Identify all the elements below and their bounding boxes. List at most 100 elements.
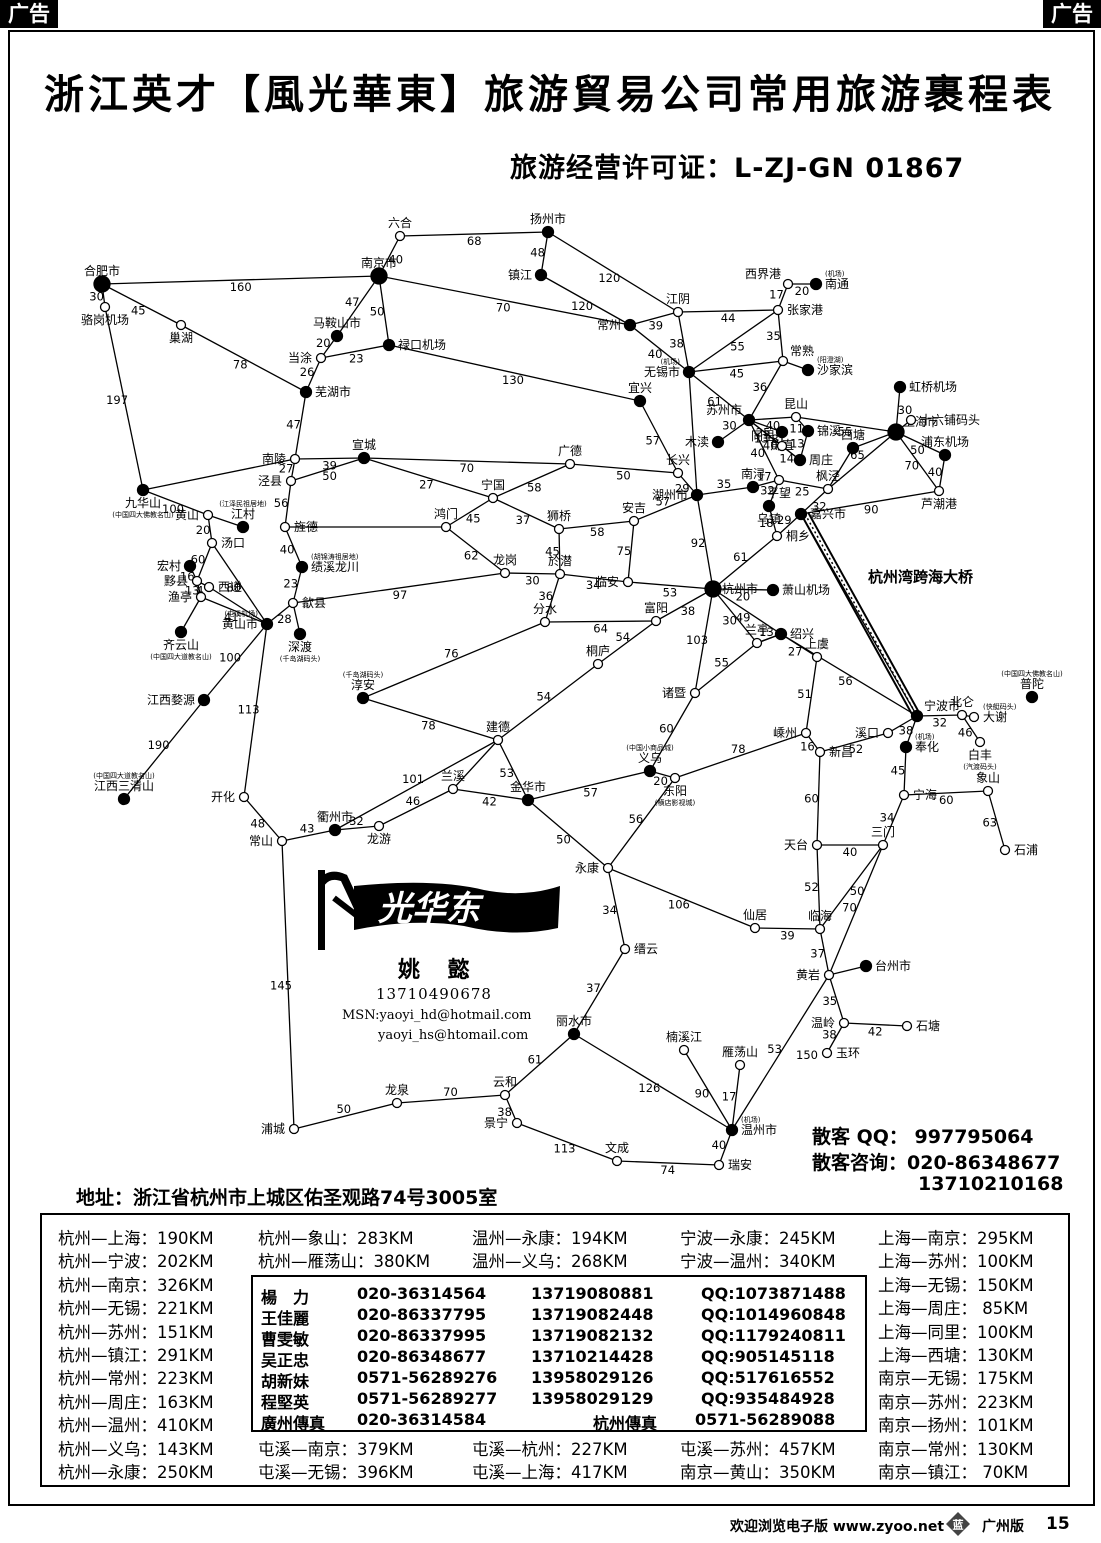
route-distance: 61 xyxy=(707,395,722,409)
route-edge xyxy=(211,542,268,625)
route-distance: 42 xyxy=(868,1025,883,1039)
place-marker xyxy=(776,440,788,452)
route-edge xyxy=(504,572,561,575)
route-distance: 53 xyxy=(767,1042,782,1056)
place-marker xyxy=(678,1044,690,1056)
place-name: 广德 xyxy=(558,443,582,458)
route-distance: 97 xyxy=(393,588,408,602)
distance-entry: 杭州—常州：223KM xyxy=(58,1369,214,1389)
place-marker xyxy=(809,277,823,291)
distance-entry: 杭州—周庄：163KM xyxy=(58,1392,214,1412)
distance-entry: 上海—无锡：150KM xyxy=(878,1275,1034,1295)
place-marker xyxy=(650,615,662,627)
place-name: 安吉 xyxy=(622,500,646,515)
contact-row-name: 吴正忠 xyxy=(261,1351,310,1370)
place-marker xyxy=(690,488,704,502)
route-edge xyxy=(627,520,635,583)
route-distance: 52 xyxy=(804,880,819,894)
route-edge xyxy=(816,844,821,930)
route-distance: 40 xyxy=(648,347,663,361)
place-marker xyxy=(633,394,647,408)
place-name: 浦城 xyxy=(261,1122,285,1136)
place-marker xyxy=(99,301,111,313)
place-marker xyxy=(553,523,565,535)
distance-entry: 杭州—镇江：291KM xyxy=(58,1346,214,1365)
place-name: 沙家滨 xyxy=(817,362,853,377)
route-distance: 30 xyxy=(89,289,104,303)
place-marker xyxy=(859,959,873,973)
place-name: 巢湖 xyxy=(169,330,193,345)
place-marker xyxy=(195,591,207,603)
place-marker xyxy=(999,844,1011,856)
place-marker xyxy=(887,423,905,441)
place-marker xyxy=(811,651,823,663)
route-distance: 25 xyxy=(795,484,810,498)
distance-entry: 杭州—无锡：221KM xyxy=(58,1299,214,1319)
place-note: (江泽民祖居地) xyxy=(219,499,267,508)
route-edge xyxy=(718,1129,733,1166)
place-marker xyxy=(373,820,385,832)
route-edge xyxy=(843,1022,908,1027)
place-marker xyxy=(136,483,150,497)
place-name: 临安 xyxy=(595,574,619,589)
place-name: 兰亭 xyxy=(745,622,769,637)
place-note: (横店影视城) xyxy=(655,798,696,807)
route-edge xyxy=(731,974,830,1131)
route-edge xyxy=(607,777,676,869)
route-distance: 44 xyxy=(721,311,736,325)
route-distance: 70 xyxy=(842,900,857,914)
route-distance: 50 xyxy=(322,469,337,483)
place-marker xyxy=(289,453,301,465)
place-name: 南京市 xyxy=(361,255,397,270)
route-edge xyxy=(504,1033,575,1096)
route-distance: 113 xyxy=(238,703,260,717)
page-number: 15 xyxy=(1046,1514,1070,1534)
distance-entry: 温州—永康：194KM xyxy=(472,1229,628,1248)
route-distance: 36 xyxy=(753,380,768,394)
route-edge xyxy=(388,344,641,402)
place-name: 桐乡 xyxy=(786,529,810,543)
place-note: (中国四大佛教名山) xyxy=(112,510,174,519)
route-distance: 37 xyxy=(810,946,825,960)
route-distance: 70 xyxy=(459,461,474,475)
place-name: 张家港 xyxy=(787,302,823,317)
route-edge xyxy=(748,419,780,481)
place-name: 金华市 xyxy=(510,779,546,794)
place-note: (机场) xyxy=(825,269,845,278)
route-distance: 27 xyxy=(419,478,434,492)
place-name: 象山 xyxy=(976,771,1000,785)
route-edge xyxy=(778,479,829,490)
ad-tag-left: 广告 xyxy=(0,0,58,28)
distance-entry: 杭州—雁荡山：380KM xyxy=(258,1252,431,1272)
place-marker xyxy=(1025,690,1039,704)
route-distance: 101 xyxy=(402,772,424,786)
place-marker xyxy=(982,785,994,797)
place-marker xyxy=(197,693,211,707)
place-name: 淳安 xyxy=(351,677,375,692)
route-edge xyxy=(816,751,821,846)
route-distance: 29 xyxy=(777,513,792,527)
place-marker xyxy=(554,568,566,580)
route-edge xyxy=(101,283,182,326)
place-name: 歙县 xyxy=(302,595,326,610)
route-edge xyxy=(828,844,884,976)
route-distance: 53 xyxy=(499,766,514,780)
place-name: 江西三清山 xyxy=(94,779,154,793)
route-distance: 40 xyxy=(280,543,295,557)
company-address: 地址：浙江省杭州市上城区佑圣观路74号3005室 xyxy=(76,1187,498,1209)
route-distance: 38 xyxy=(822,1028,837,1042)
place-name: 同里 xyxy=(751,429,775,443)
contact-row: 曹雯敏 020-86337995 13719082132 QQ:11792408… xyxy=(261,1326,861,1349)
route-distance: 90 xyxy=(864,502,879,516)
contact-row-qq: QQ:1073871488 xyxy=(701,1284,846,1303)
place-name: 台州市 xyxy=(875,958,911,973)
place-marker xyxy=(704,580,722,598)
route-edge xyxy=(445,497,494,528)
place-name: 骆岗机场 xyxy=(81,312,129,327)
place-name: 渔亭 xyxy=(168,589,192,604)
consult-phone: 散客咨询：020-86348677 xyxy=(812,1152,1061,1174)
place-marker xyxy=(279,521,291,533)
place-marker xyxy=(288,1123,300,1135)
route-distance: 40 xyxy=(763,439,778,453)
contact-row: 吴正忠 020-86348677 13710214428 QQ:90514511… xyxy=(261,1347,861,1370)
